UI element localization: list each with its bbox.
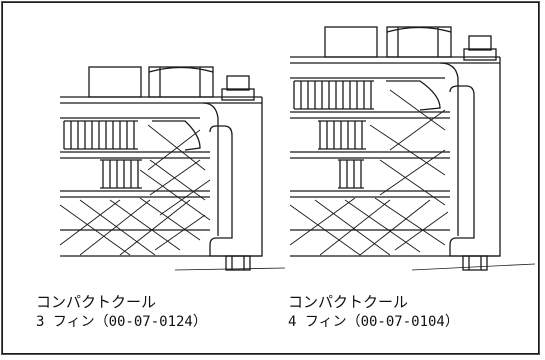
product-name-4-fin: コンパクトクール xyxy=(288,293,409,311)
product-name-3-fin: コンパクトクール xyxy=(36,293,157,311)
variant-3-fin: 3 フィン（00-07-0124） xyxy=(36,314,207,330)
variant-4-fin: 4 フィン（00-07-0104） xyxy=(288,314,459,330)
heatsink-4-fin-drawing xyxy=(289,26,536,271)
figure-frame xyxy=(1,1,540,355)
caption-4-fin: コンパクトクール 4 フィン（00-07-0104） xyxy=(288,292,459,332)
caption-3-fin: コンパクトクール 3 フィン（00-07-0124） xyxy=(36,292,207,332)
heatsink-3-fin-drawing xyxy=(59,66,286,271)
